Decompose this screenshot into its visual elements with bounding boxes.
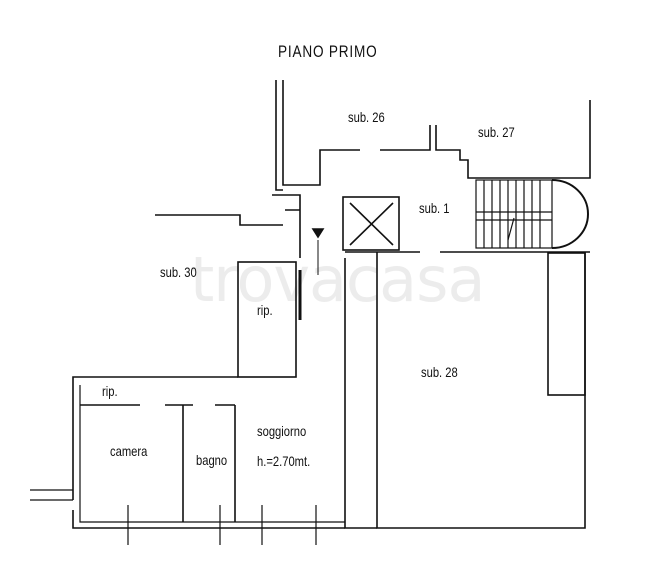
ripostiglio-upper [237,261,297,378]
label-rip-upper: rip. [257,302,273,318]
label-sub28: sub. 28 [421,364,458,380]
plan-title: PIANO PRIMO [278,42,378,61]
label-sub26: sub. 26 [348,109,385,125]
label-sub27: sub. 27 [478,124,515,140]
wall-corridor-left [272,194,301,258]
label-soggiorno: soggiorno [257,423,307,439]
label-rip-lower: rip. [102,383,118,399]
sub28-annex [547,252,586,396]
window-ticks [127,505,317,545]
wall-apartment-outer [72,376,345,529]
label-camera: camera [110,443,148,459]
wall-sub28 [376,252,586,529]
wall-sub26-left [275,80,330,191]
wall-sub30-top [155,214,283,226]
label-sub1: sub. 1 [419,200,450,216]
watermark: trovacasa [190,243,485,316]
elevator-x-icon [349,202,394,246]
wall-bagno [182,405,236,522]
entry-arrow-icon [311,228,325,239]
wall-left-stub [30,489,73,501]
wall-apartment-inner [79,385,345,523]
wall-sub28-left [344,258,377,529]
wall-north [330,100,591,179]
label-sub30: sub. 30 [160,264,197,280]
staircase [475,179,589,249]
label-ceiling-height: h.=2.70mt. [257,453,311,469]
label-bagno: bagno [196,452,228,468]
elevator-shaft [342,196,400,251]
